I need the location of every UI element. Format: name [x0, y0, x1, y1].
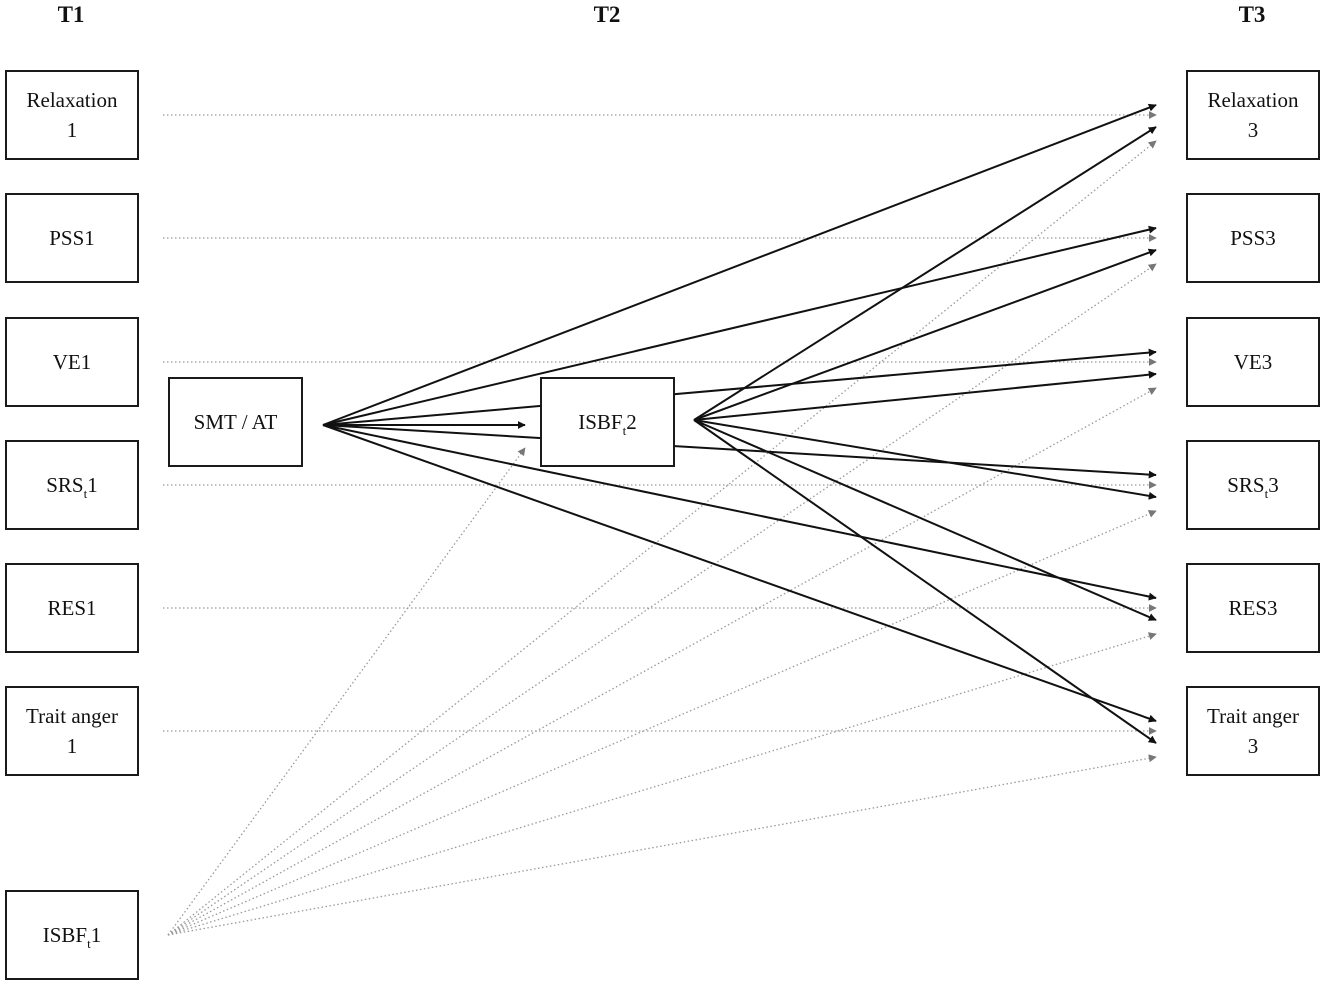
solid-path-smt-to-res3 [322, 424, 1157, 601]
node-label-suffix: 2 [626, 410, 637, 434]
node-label: VE3 [1233, 350, 1273, 374]
node-label: VE1 [52, 350, 92, 374]
node-label-line1: Trait anger [26, 704, 118, 728]
dotted-path-isbf1-to-res3 [167, 632, 1157, 936]
node-label-line2: 3 [1247, 118, 1259, 142]
node-ve-1: VE1 [5, 317, 139, 407]
dotted-path-isbf1-to-srs3 [167, 510, 1157, 936]
dotted-path-isbf1-to-isbf2 [167, 447, 526, 936]
solid-path-smt-to-anger3 [322, 424, 1157, 723]
dotted-paths [163, 111, 1157, 936]
node-label-base: ISBF [42, 923, 88, 947]
node-label-line1: Relaxation [1207, 88, 1299, 112]
node-label: SRSt1 [46, 470, 98, 500]
solid-path-isbf2-to-srs3 [693, 419, 1157, 500]
node-label: PSS3 [1230, 226, 1276, 250]
node-res-1: RES1 [5, 563, 139, 653]
node-label-base: ISBF [578, 410, 623, 434]
solid-paths [322, 103, 1157, 744]
node-res-3: RES3 [1186, 563, 1320, 653]
node-label: RES1 [47, 596, 97, 620]
node-label-line1: Relaxation [26, 88, 118, 112]
node-label: ISBFt2 [578, 407, 636, 437]
node-label-suffix: 3 [1268, 473, 1279, 497]
node-label: SMT / AT [193, 410, 278, 434]
dotted-path-isbf1-to-relax3 [167, 140, 1157, 936]
solid-path-isbf2-to-pss3 [693, 248, 1157, 421]
node-label: RES3 [1228, 596, 1278, 620]
node-label-line2: 1 [66, 734, 78, 758]
node-trait-anger-1: Trait anger 1 [5, 686, 139, 776]
node-smt-at: SMT / AT [168, 377, 303, 467]
solid-path-smt-to-relax3 [322, 103, 1157, 426]
node-label-line1: Trait anger [1207, 704, 1299, 728]
node-label-subscript: t [87, 936, 91, 951]
dotted-path-isbf1-to-pss3 [167, 263, 1157, 936]
node-label-base: SRS [1227, 473, 1265, 497]
solid-path-isbf2-to-relax3 [693, 126, 1157, 421]
solid-path-smt-to-srs3 [322, 424, 1157, 479]
node-label: ISBFt1 [43, 920, 101, 950]
node-label: PSS1 [49, 226, 95, 250]
node-label-subscript: t [622, 423, 627, 438]
node-ve-3: VE3 [1186, 317, 1320, 407]
node-trait-anger-3: Trait anger 3 [1186, 686, 1320, 776]
node-label-line2: 1 [66, 118, 78, 142]
solid-path-isbf2-to-ve3 [693, 370, 1157, 421]
node-pss-1: PSS1 [5, 193, 139, 283]
column-header-t3: T3 [1238, 2, 1266, 27]
node-label-base: SRS [46, 473, 84, 497]
node-label-subscript: t [1264, 486, 1269, 501]
solid-path-smt-to-pss3 [322, 225, 1157, 426]
node-pss-3: PSS3 [1186, 193, 1320, 283]
node-srs-3: SRSt3 [1186, 440, 1320, 530]
node-label-subscript: t [83, 486, 88, 501]
node-label-line2: 3 [1247, 734, 1259, 758]
solid-path-smt-to-ve3 [322, 348, 1157, 426]
node-label-suffix: 1 [87, 473, 98, 497]
solid-path-isbf2-to-res3 [693, 419, 1157, 621]
node-isbf-2: ISBFt2 [540, 377, 675, 467]
column-header-t1: T1 [57, 2, 85, 27]
dotted-path-isbf1-to-anger3 [167, 754, 1157, 936]
column-header-t2: T2 [593, 2, 621, 27]
node-srs-1: SRSt1 [5, 440, 139, 530]
node-isbf-1: ISBFt1 [5, 890, 139, 980]
node-relaxation-1: Relaxation 1 [5, 70, 139, 160]
node-label-suffix: 1 [90, 923, 102, 947]
dotted-path-isbf1-to-ve3 [167, 387, 1157, 936]
solid-path-isbf2-to-anger3 [693, 419, 1157, 744]
node-label: SRSt3 [1227, 470, 1279, 500]
node-relaxation-3: Relaxation 3 [1186, 70, 1320, 160]
